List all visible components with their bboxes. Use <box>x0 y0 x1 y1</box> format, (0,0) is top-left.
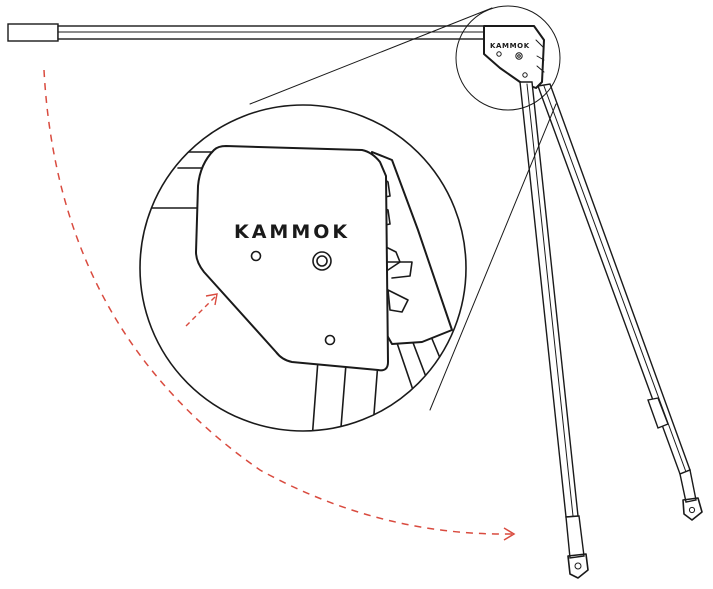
detail-callout-small <box>455 5 561 111</box>
brand-label-small: KAMMOK <box>490 42 530 50</box>
callout-connector-top <box>249 7 493 105</box>
magnified-hinge-detail: KAMMOK <box>140 105 466 431</box>
brand-label-large: KAMMOK <box>234 221 350 243</box>
unfold-motion-arrow <box>43 69 516 541</box>
callout-connector-bottom <box>429 103 557 411</box>
leg-left <box>519 81 589 579</box>
screw-hole-left <box>250 250 262 262</box>
detail-callout-large <box>139 104 467 432</box>
leg-right <box>537 83 703 521</box>
screw-hole-bottom <box>324 334 336 346</box>
rotate-hint-arrow <box>185 293 218 327</box>
pivot-bolt <box>312 251 332 271</box>
hinge-bracket-small: KAMMOK <box>483 25 545 89</box>
